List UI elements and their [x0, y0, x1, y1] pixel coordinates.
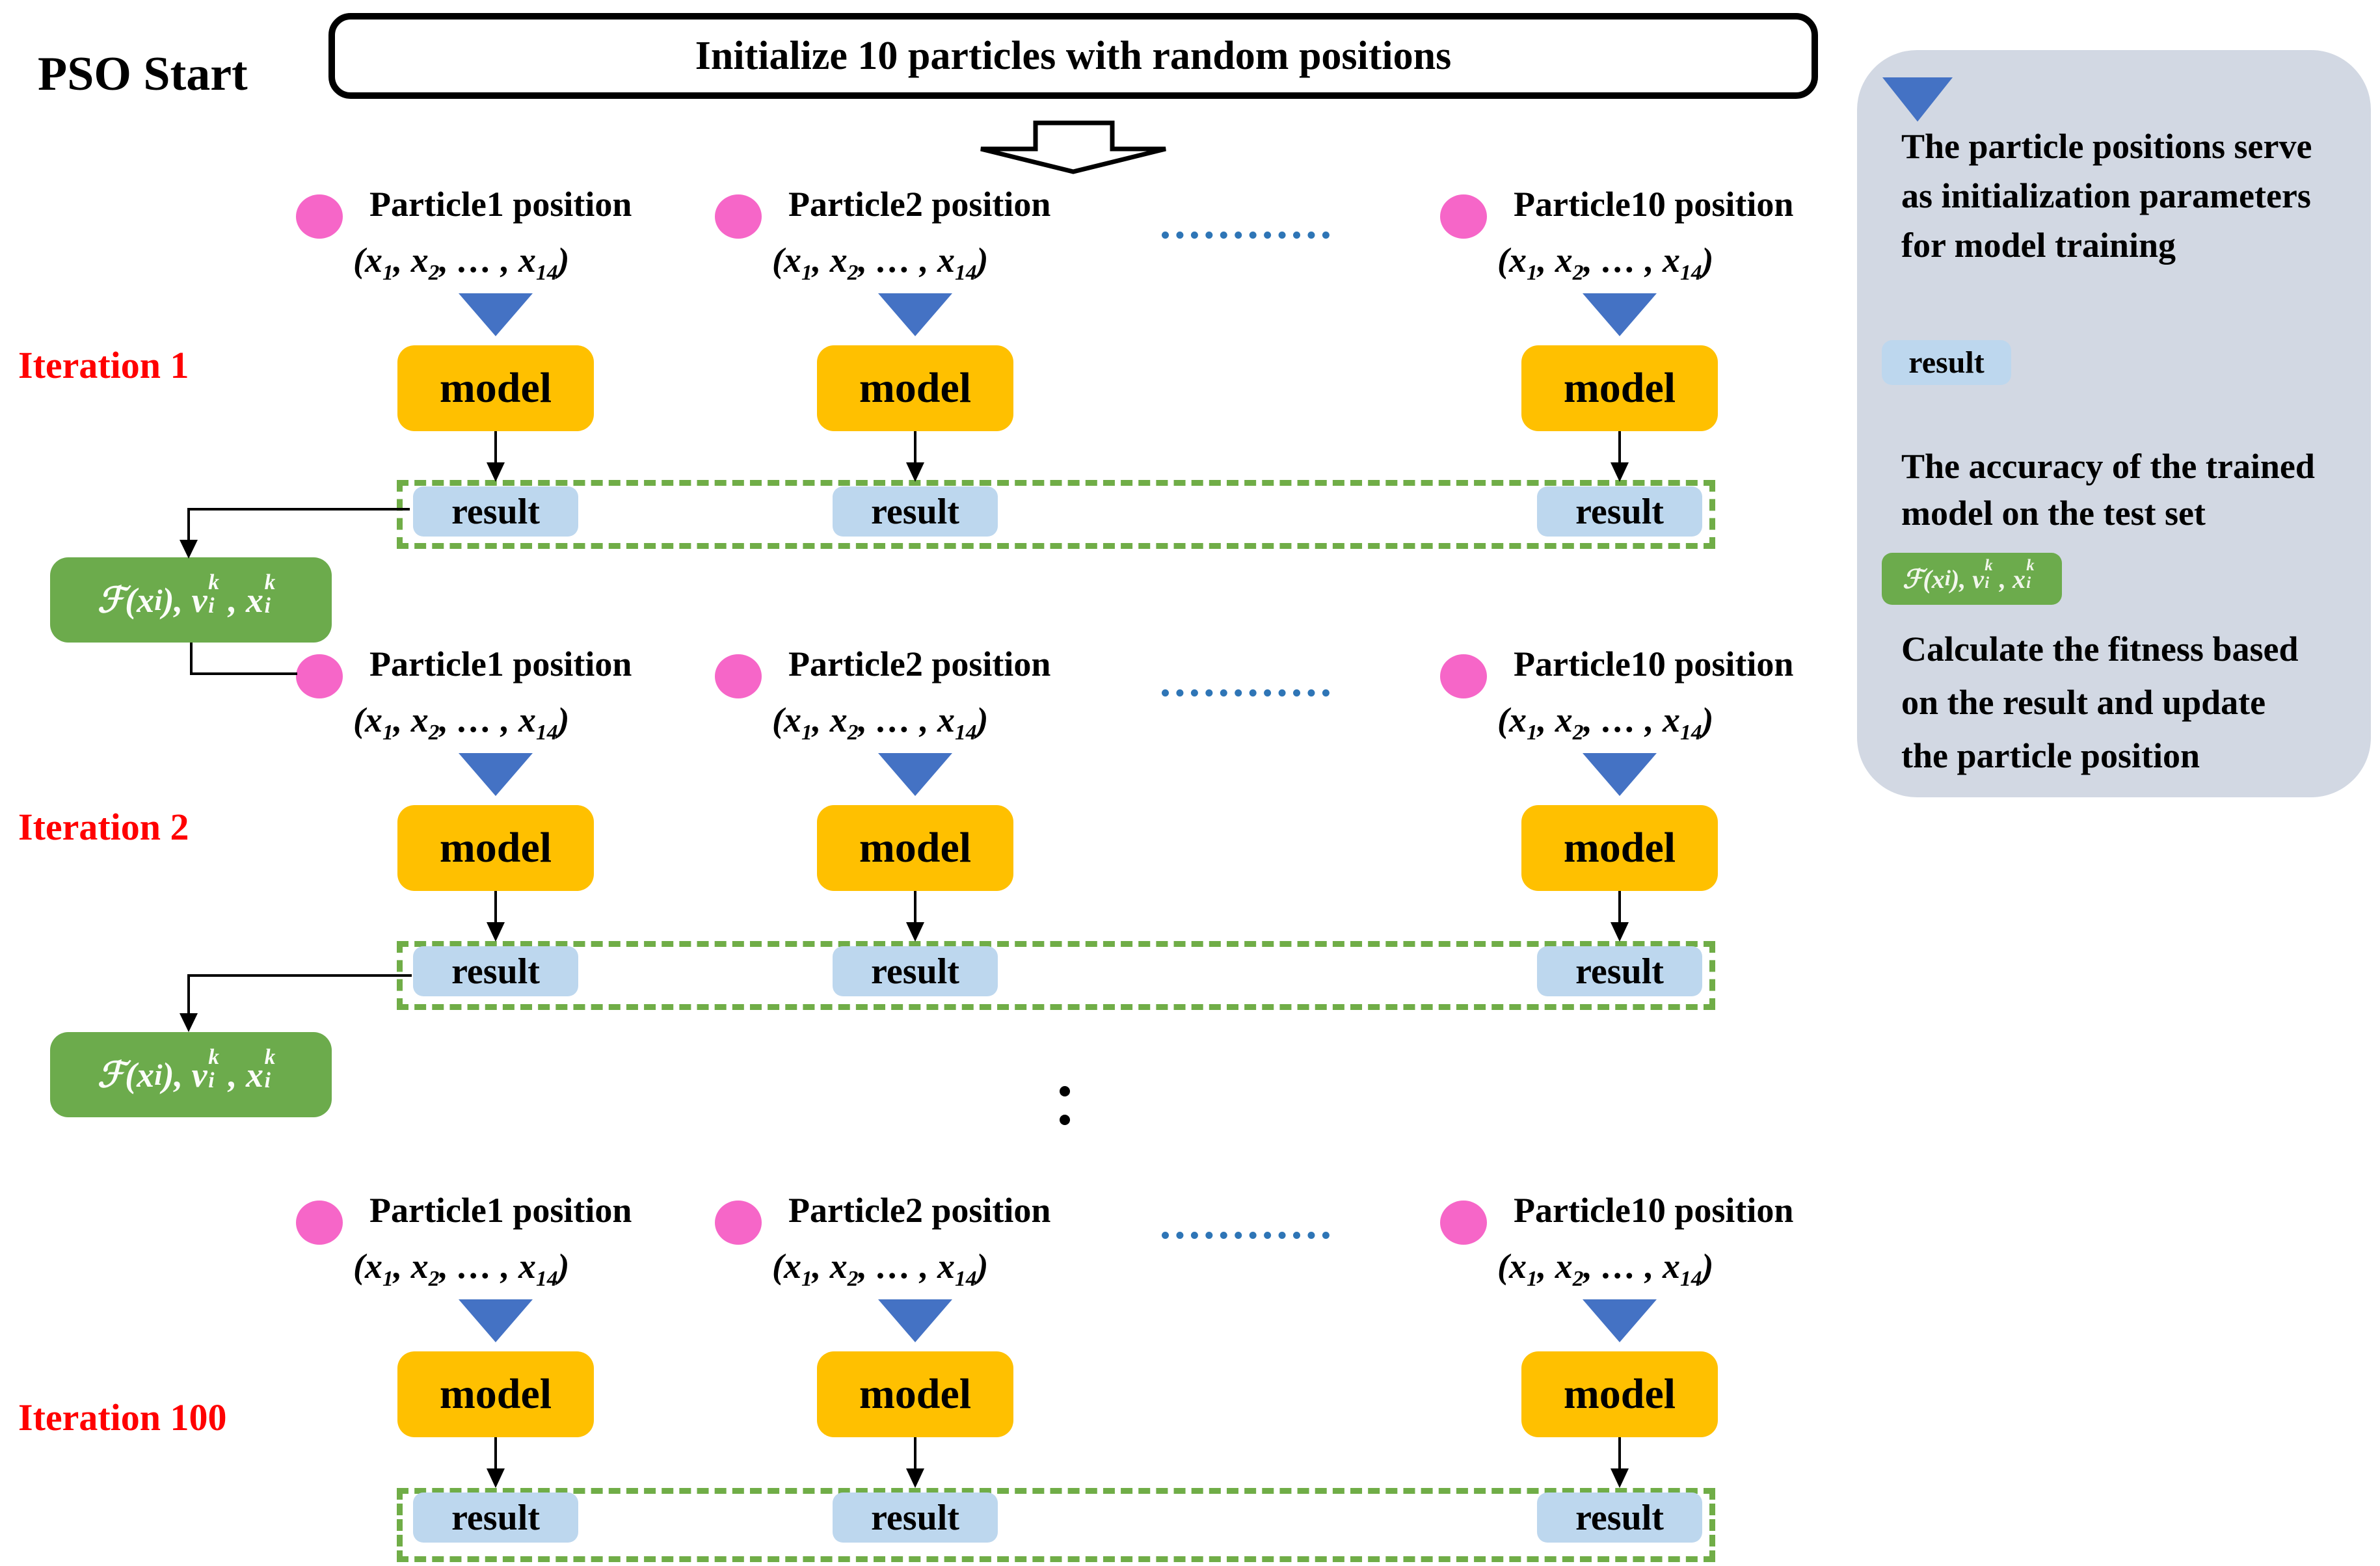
particle-name: Particle2 position	[788, 644, 1051, 683]
model-box: model	[397, 345, 594, 431]
particle-name: Particle2 position	[788, 1191, 1051, 1230]
flow-down-arrow-icon	[980, 120, 1166, 174]
input-triangle-icon	[459, 753, 533, 796]
model-arrow-line	[494, 431, 497, 464]
connector-line	[189, 508, 410, 511]
particle-vector: (x1, x2, … , x14)	[772, 700, 989, 745]
legend-fitness-note: Calculate the fitness based on the resul…	[1901, 630, 2299, 775]
particle-dot-icon	[296, 194, 343, 239]
connector-arrow-head	[180, 1013, 198, 1032]
input-triangle-icon	[878, 293, 952, 336]
particle-vector: (x1, x2, … , x14)	[1497, 241, 1714, 285]
input-triangle-icon	[459, 293, 533, 336]
iteration-100-label: Iteration 100	[18, 1396, 227, 1439]
input-triangle-icon	[878, 753, 952, 796]
model-arrow-line	[1618, 1437, 1621, 1470]
model-arrow-line	[1618, 891, 1621, 923]
particle-vector: (x1, x2, … , x14)	[1497, 1247, 1714, 1291]
initialize-box-label: Initialize 10 particles with random posi…	[695, 33, 1452, 78]
particle-vector: (x1, x2, … , x14)	[772, 1247, 989, 1291]
particle-vector: (x1, x2, … , x14)	[353, 241, 570, 285]
particle-dot-icon	[715, 1201, 762, 1245]
input-triangle-icon	[1583, 1299, 1657, 1342]
model-arrow-line	[914, 891, 916, 923]
vertical-ellipsis-dot	[1060, 1086, 1070, 1096]
legend-result-chip: result	[1882, 340, 2011, 385]
model-arrow-head	[1611, 1468, 1629, 1488]
input-triangle-icon	[1583, 753, 1657, 796]
ellipsis-dots-row	[1162, 689, 1330, 697]
vertical-ellipsis-dot	[1060, 1115, 1070, 1125]
particle-name: Particle10 position	[1514, 185, 1794, 224]
model-arrow-head	[906, 1468, 924, 1488]
model-arrow-line	[494, 891, 497, 923]
results-group-box	[397, 480, 1715, 549]
particle-dot-icon	[715, 654, 762, 698]
model-arrow-head	[487, 462, 505, 482]
model-box: model	[817, 1351, 1013, 1437]
model-box: model	[817, 345, 1013, 431]
particle-name: Particle1 position	[369, 185, 632, 224]
particle-dot-icon	[296, 654, 343, 698]
model-arrow-head	[1611, 922, 1629, 942]
connector-line	[187, 974, 190, 1015]
particle-vector: (x1, x2, … , x14)	[1497, 700, 1714, 745]
model-arrow-head	[487, 1468, 505, 1488]
connector-line	[190, 643, 193, 675]
iteration-1-label: Iteration 1	[18, 344, 189, 386]
model-arrow-line	[494, 1437, 497, 1470]
model-arrow-head	[487, 922, 505, 942]
legend-result-note: The accuracy of the trained model on the…	[1901, 447, 2315, 533]
model-arrow-head	[906, 922, 924, 942]
legend-panel: The particle positions serve as initiali…	[1857, 50, 2371, 797]
model-box: model	[397, 1351, 594, 1437]
model-arrow-line	[914, 431, 916, 464]
particle-vector: (x1, x2, … , x14)	[353, 700, 570, 745]
connector-line	[187, 508, 190, 542]
legend-particle-note: The particle positions serve as initiali…	[1901, 127, 2312, 265]
iteration-2-label: Iteration 2	[18, 806, 189, 848]
initialize-box: Initialize 10 particles with random posi…	[328, 13, 1818, 99]
pso-start-title: PSO Start	[38, 47, 248, 101]
model-box: model	[817, 805, 1013, 891]
model-arrow-head	[1611, 462, 1629, 482]
particle-vector: (x1, x2, … , x14)	[353, 1247, 570, 1291]
connector-line	[189, 974, 412, 977]
particle-vector: (x1, x2, … , x14)	[772, 241, 989, 285]
model-box: model	[1521, 1351, 1718, 1437]
particle-name: Particle10 position	[1514, 1191, 1794, 1230]
particle-dot-icon	[715, 194, 762, 239]
connector-arrow-head	[180, 540, 198, 559]
results-group-box	[397, 941, 1715, 1010]
ellipsis-dots-row	[1162, 1232, 1330, 1239]
model-arrow-head	[906, 462, 924, 482]
model-box: model	[1521, 345, 1718, 431]
particle-dot-icon	[1440, 194, 1487, 239]
particle-dot-icon	[1440, 1201, 1487, 1245]
ellipsis-dots-row	[1162, 232, 1330, 239]
input-triangle-icon	[878, 1299, 952, 1342]
particle-dot-icon	[1440, 654, 1487, 698]
input-triangle-icon	[1583, 293, 1657, 336]
model-box: model	[397, 805, 594, 891]
connector-line	[190, 672, 297, 675]
particle-name: Particle1 position	[369, 1191, 632, 1230]
particle-dot-icon	[296, 1201, 343, 1245]
model-box: model	[1521, 805, 1718, 891]
model-arrow-line	[914, 1437, 916, 1470]
input-triangle-icon	[459, 1299, 533, 1342]
legend-triangle-icon	[1882, 77, 1953, 122]
particle-name: Particle10 position	[1514, 644, 1794, 683]
results-group-box	[397, 1488, 1715, 1562]
particle-name: Particle2 position	[788, 185, 1051, 224]
model-arrow-line	[1618, 431, 1621, 464]
particle-name: Particle1 position	[369, 644, 632, 683]
